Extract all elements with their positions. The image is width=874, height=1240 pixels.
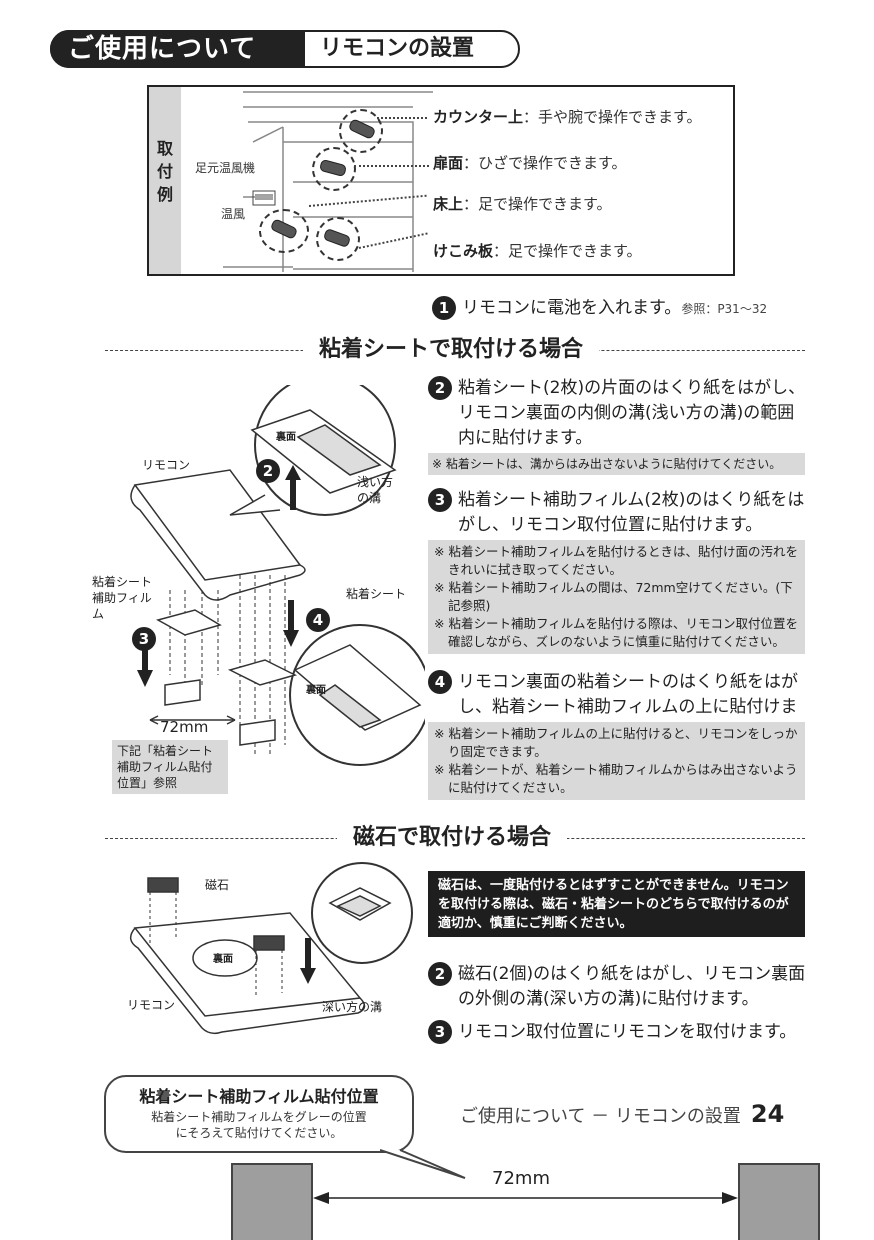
deep-groove-label: 深い方の溝 [322,1000,383,1014]
sheet-label: 粘着シート [346,587,407,601]
film-label: 粘着シート補助フィルム [92,575,153,621]
film-position-left [231,1163,313,1240]
warm-air-label: 温風 [221,207,246,221]
callout-text: 粘着シート補助フィルムをグレーの位置にそろえて貼付けてください。 [151,1110,367,1140]
step1: 1 リモコンに電池を入れます。参照：P31～32 [432,296,767,321]
door-spot [312,147,356,191]
example-counter: カウンター上：手や腕で操作できます。 [433,108,702,126]
heater-icon [252,190,276,206]
header-topic: リモコンの設置 [320,36,475,61]
diagram-step4-badge: 4 [306,608,330,632]
device-label: 足元温風機 [195,161,256,175]
diagram-step3-badge: 3 [132,627,156,651]
section-magnet-title: 磁石で取付ける場合 [105,822,805,854]
remote-label-magnet: リモコン [127,998,176,1012]
magnet-step2: 2 磁石(2個)のはくり紙をはがし、リモコン裏面の外側の溝(深い方の溝)に貼付け… [428,962,808,1012]
page-header: ご使用について リモコンの設置 [50,30,520,68]
remote-label: リモコン [142,458,191,472]
header-section: ご使用について [50,30,305,68]
example-floor: 床上：足で操作できます。 [433,195,612,213]
page-number: 24 [750,1100,785,1128]
magnet-diagram [129,862,413,1035]
adhesive-step3-text: 粘着シート補助フィルム(2枚)のはくり紙をはがし、リモコン取付位置に貼付けます。 [458,490,805,535]
adhesive-notes4: ※ 粘着シート補助フィルムの上に貼付けると、リモコンをしっかり固定できます。 ※… [428,722,805,800]
footer-text: ご使用について － リモコンの設置 [460,1106,741,1127]
adhesive-diagram [130,385,425,766]
floor-spot [259,209,309,253]
step1-number: 1 [432,296,456,320]
bottom-distance-label: 72mm [492,1168,550,1189]
cabinet-illustration [223,91,433,272]
magnet-step3-text: リモコン取付位置にリモコンを取付けます。 [458,1022,797,1042]
adhesive-step2: 2 粘着シート(2枚)の片面のはくり紙をはがし、リモコン裏面の内側の溝(浅い方の… [428,376,808,451]
magnet-label: 磁石 [205,878,230,892]
distance-arrow [313,1192,738,1204]
adhesive-step2-text: 粘着シート(2枚)の片面のはくり紙をはがし、リモコン裏面の内側の溝(浅い方の溝)… [458,378,806,448]
kick-spot [316,217,360,261]
step1-ref: 参照：P31～32 [681,302,768,316]
step1-text: リモコンに電池を入れます。 [462,298,682,318]
back-label-bottom: 裏面 [306,685,326,696]
magnet-warning: 磁石は、一度貼付けるとはずすことができません。リモコンを取付ける際は、磁石・粘着… [428,871,805,937]
shallow-groove-label: 浅い方の溝 [357,475,394,505]
examples-side-label: 取 付 例 [149,87,181,274]
adhesive-note2: ※ 粘着シートは、溝からはみ出さないように貼付けてください。 [428,453,805,475]
installation-examples-box: 取 付 例 足元温風機 温風 カウンター上：手や腕で操作で [147,85,735,276]
example-kick: けこみ板：足で操作できます。 [433,242,642,260]
magnet-step2-text: 磁石(2個)のはくり紙をはがし、リモコン裏面の外側の溝(深い方の溝)に貼付けます… [458,964,806,1009]
back-label-top: 裏面 [276,432,296,443]
adhesive-notes3: ※ 粘着シート補助フィルムを貼付けるときは、貼付け面の汚れをきれいに拭き取ってく… [428,540,805,654]
film-position-right [738,1163,820,1240]
distance-label-diagram: 72mm [160,718,209,736]
counter-spot [339,109,383,153]
film-position-ref-note: 下記「粘着シート補助フィルム貼付位置」参照 [112,740,228,794]
callout-pointer [380,1149,466,1179]
callout-title: 粘着シート補助フィルム貼付位置 [139,1087,379,1106]
adhesive-step3: 3 粘着シート補助フィルム(2枚)のはくり紙をはがし、リモコン取付位置に貼付けま… [428,488,808,538]
film-position-callout: 粘着シート補助フィルム貼付位置 粘着シート補助フィルムをグレーの位置にそろえて貼… [104,1075,414,1153]
page-footer: ご使用について － リモコンの設置 24 [460,1100,784,1128]
back-label-magnet: 裏面 [213,954,233,965]
section-adhesive-title: 粘着シートで取付ける場合 [105,334,805,366]
example-door: 扉面：ひざで操作できます。 [433,154,627,172]
diagram-step2-badge: 2 [256,459,280,483]
